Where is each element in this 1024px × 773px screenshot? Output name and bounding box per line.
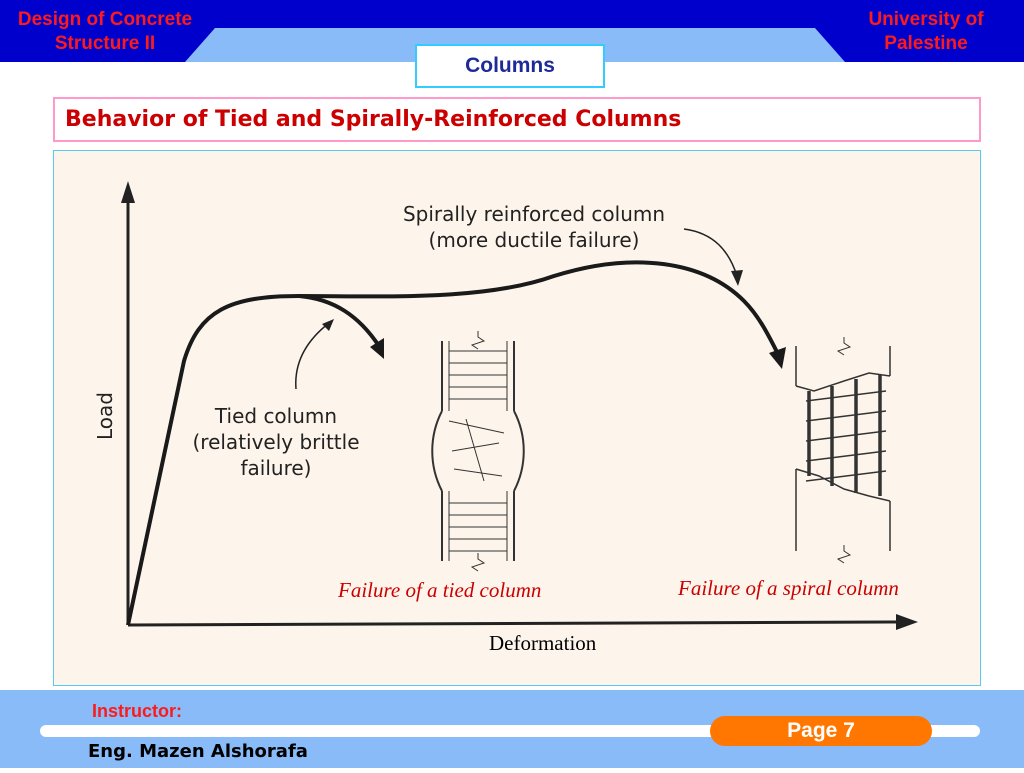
x-axis-label: Deformation bbox=[489, 631, 597, 655]
caption-spiral-column: Failure of a spiral column bbox=[678, 576, 899, 600]
spiral-curve-arrow bbox=[769, 347, 786, 369]
topic-box: Columns bbox=[415, 44, 605, 88]
slide-title: Behavior of Tied and Spirally-Reinforced… bbox=[65, 107, 682, 132]
page-number-badge: Page 7 bbox=[710, 716, 932, 746]
y-axis-label: Load bbox=[93, 392, 117, 440]
x-axis bbox=[127, 620, 903, 627]
instructor-name: Eng. Mazen Alshorafa bbox=[88, 741, 308, 762]
load-deformation-diagram: Load Spirally reinforced column (more du… bbox=[93, 181, 918, 630]
topic-label: Columns bbox=[465, 54, 555, 77]
spiral-leader bbox=[683, 228, 738, 277]
spiral-label-line2: (more ductile failure) bbox=[429, 228, 640, 252]
tied-label-line1: Tied column bbox=[214, 404, 337, 428]
tied-column-sketch bbox=[431, 331, 525, 572]
slide-title-box: Behavior of Tied and Spirally-Reinforced… bbox=[53, 97, 981, 142]
tied-curve bbox=[298, 294, 381, 348]
caption-tied-column: Failure of a tied column bbox=[338, 578, 542, 602]
y-axis-arrow bbox=[121, 181, 135, 203]
university-name: University of Palestine bbox=[868, 9, 984, 54]
tied-curve-arrow bbox=[370, 338, 384, 359]
x-axis-arrow bbox=[896, 614, 918, 630]
tied-leader-arrow bbox=[322, 319, 334, 331]
tied-leader bbox=[295, 322, 330, 390]
spiral-column-sketch bbox=[795, 337, 891, 564]
spiral-label-line1: Spirally reinforced column bbox=[403, 202, 665, 226]
tied-label-line3: failure) bbox=[241, 456, 312, 480]
page-number-label: Page 7 bbox=[787, 719, 855, 742]
instructor-label: Instructor: bbox=[92, 701, 182, 721]
figure-panel: Load Spirally reinforced column (more du… bbox=[53, 150, 981, 686]
tied-label-line2: (relatively brittle bbox=[192, 430, 359, 454]
spiral-leader-arrow bbox=[731, 270, 743, 286]
course-title: Design of Concrete Structure II bbox=[17, 9, 193, 54]
spiral-curve bbox=[126, 260, 781, 626]
